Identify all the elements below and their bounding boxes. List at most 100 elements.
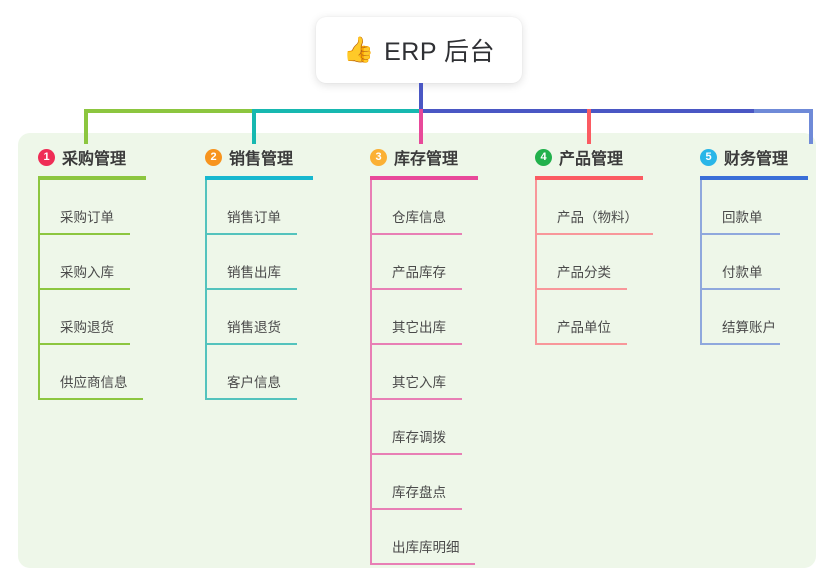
column-inventory-header-rule [370,176,478,180]
column-inventory-items: 仓库信息产品库存其它出库其它入库库存调拨库存盘点出库库明细 [370,180,478,565]
list-item-rule [700,233,780,235]
list-item-label: 采购退货 [60,320,114,335]
list-item-rule [370,398,462,400]
column-sales-header-rule [205,176,313,180]
column-purchase-title: 采购管理 [62,151,127,168]
thumbs-up-icon: 👍 [342,35,375,64]
column-finance-items: 回款单付款单结算账户 [700,180,808,345]
list-item[interactable]: 其它出库 [370,290,478,345]
diagram-background-panel [18,133,816,568]
list-item-label: 回款单 [722,210,763,225]
list-item[interactable]: 库存盘点 [370,455,478,510]
column-product-rail [535,180,537,343]
column-sales-header[interactable]: 2 销售管理 [205,145,313,169]
list-item-label: 付款单 [722,265,763,280]
list-item-rule [535,233,653,235]
bus-segment-finance [754,109,813,113]
list-item-rule [700,343,780,345]
column-finance-header-rule [700,176,808,180]
drop-sales [252,109,256,144]
list-item[interactable]: 产品库存 [370,235,478,290]
list-item-label: 客户信息 [227,375,281,390]
list-item-label: 销售退货 [227,320,281,335]
column-product-title: 产品管理 [559,151,624,168]
drop-product [587,109,591,144]
list-item-rule [370,563,475,565]
drop-purchase [84,109,88,144]
list-item-label: 库存调拨 [392,430,446,445]
root-node-card[interactable]: 👍 ERP 后台 [316,17,522,83]
column-purchase: 1 采购管理采购订单采购入库采购退货供应商信息 [38,145,146,400]
column-sales: 2 销售管理销售订单销售出库销售退货客户信息 [205,145,313,400]
list-item[interactable]: 产品（物料） [535,180,653,235]
list-item[interactable]: 产品分类 [535,235,643,290]
list-item-label: 产品（物料） [557,210,638,225]
list-item[interactable]: 结算账户 [700,290,808,345]
list-item-rule [38,398,143,400]
list-item[interactable]: 库存调拨 [370,400,478,455]
list-item[interactable]: 采购订单 [38,180,146,235]
list-item-rule [370,453,462,455]
bus-segment-product [587,109,754,113]
list-item[interactable]: 产品单位 [535,290,643,345]
list-item[interactable]: 客户信息 [205,345,313,400]
list-item-label: 销售订单 [227,210,281,225]
list-item-rule [205,343,297,345]
list-item-rule [205,398,297,400]
list-item-label: 出库库明细 [392,540,460,555]
list-item[interactable]: 采购退货 [38,290,146,345]
bus-segment-inventory [419,109,587,113]
list-item-label: 产品分类 [557,265,611,280]
list-item[interactable]: 付款单 [700,235,808,290]
list-item-label: 产品库存 [392,265,446,280]
list-item-rule [370,508,462,510]
column-purchase-items: 采购订单采购入库采购退货供应商信息 [38,180,146,400]
list-item-rule [535,343,627,345]
list-item-rule [700,288,780,290]
list-item[interactable]: 销售订单 [205,180,313,235]
column-sales-title: 销售管理 [229,151,294,168]
list-item-rule [370,288,462,290]
list-item-label: 产品单位 [557,320,611,335]
column-product-number-badge: 4 [535,148,552,166]
column-sales-items: 销售订单销售出库销售退货客户信息 [205,180,313,400]
column-finance-title: 财务管理 [724,151,789,168]
list-item-rule [205,288,297,290]
bus-segment-sales [252,109,419,113]
column-finance-number-badge: 5 [700,148,717,166]
list-item[interactable]: 采购入库 [38,235,146,290]
list-item-rule [370,233,462,235]
bus-segment-purchase [84,109,252,113]
list-item[interactable]: 其它入库 [370,345,478,400]
list-item-label: 其它入库 [392,375,446,390]
list-item-rule [38,343,130,345]
column-product-header[interactable]: 4 产品管理 [535,145,643,169]
list-item[interactable]: 销售退货 [205,290,313,345]
column-purchase-number-badge: 1 [38,148,55,166]
column-inventory-rail [370,180,372,563]
column-inventory-title: 库存管理 [394,151,459,168]
list-item-rule [205,233,297,235]
column-finance: 5 财务管理回款单付款单结算账户 [700,145,808,345]
list-item[interactable]: 供应商信息 [38,345,146,400]
list-item[interactable]: 回款单 [700,180,808,235]
drop-inventory [419,109,423,144]
column-sales-number-badge: 2 [205,148,222,166]
list-item-label: 采购订单 [60,210,114,225]
root-node-title: ERP 后台 [384,38,496,66]
list-item[interactable]: 销售出库 [205,235,313,290]
column-purchase-header[interactable]: 1 采购管理 [38,145,146,169]
list-item-rule [38,233,130,235]
list-item-label: 供应商信息 [60,375,128,390]
list-item[interactable]: 仓库信息 [370,180,478,235]
list-item[interactable]: 出库库明细 [370,510,478,565]
list-item-label: 其它出库 [392,320,446,335]
column-purchase-header-rule [38,176,146,180]
column-product: 4 产品管理产品（物料） 产品分类产品单位 [535,145,653,345]
list-item-rule [535,288,627,290]
list-item-rule [370,343,462,345]
list-item-label: 采购入库 [60,265,114,280]
column-finance-header[interactable]: 5 财务管理 [700,145,808,169]
